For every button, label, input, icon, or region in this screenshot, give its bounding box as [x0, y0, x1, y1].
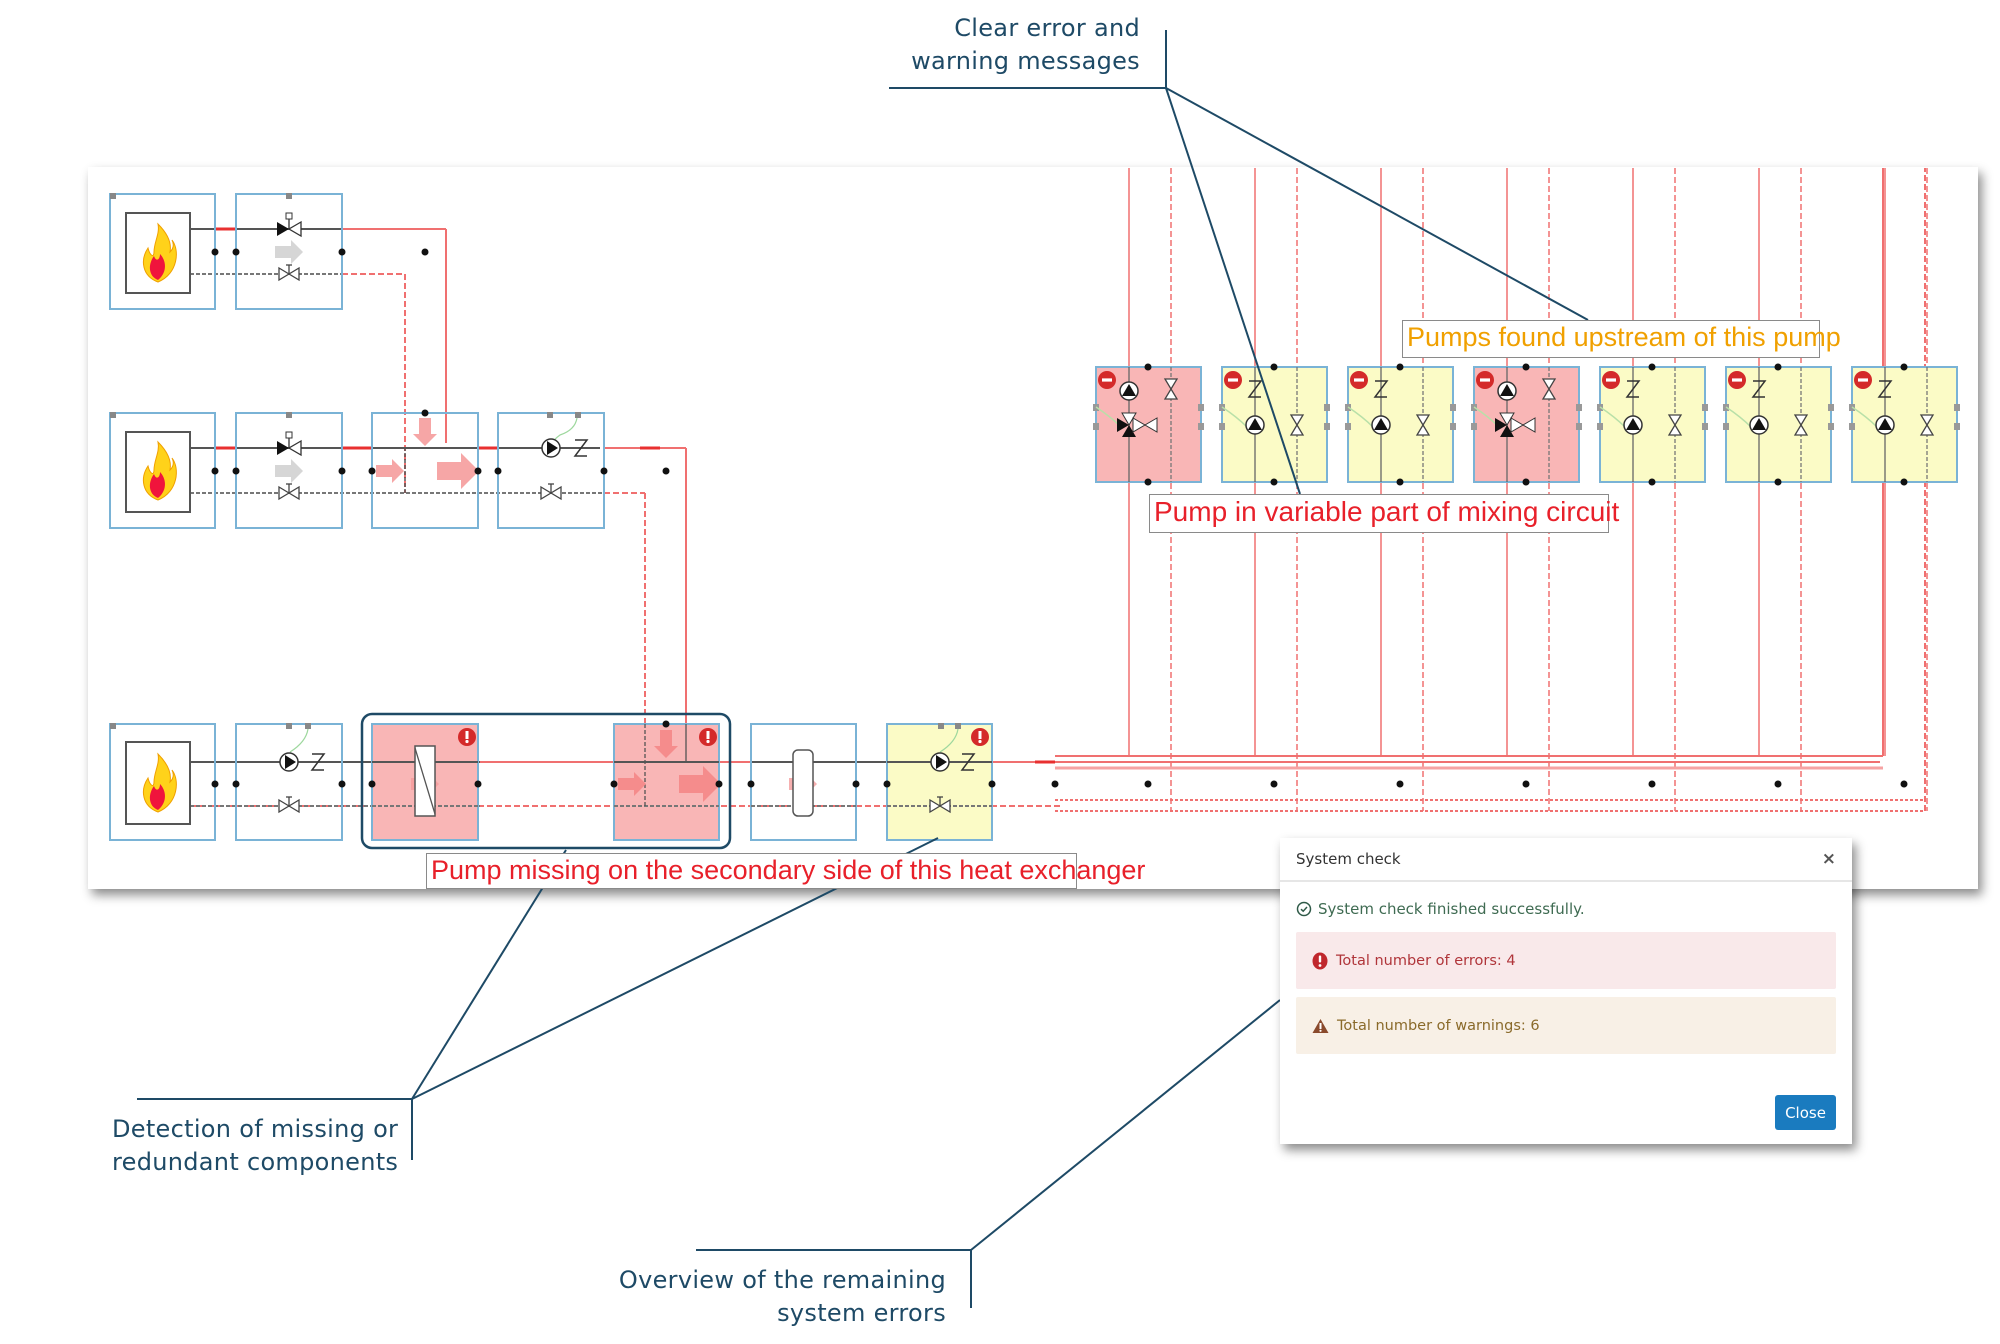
remove-badge-icon [1350, 371, 1368, 389]
error-count-text: Total number of errors: 4 [1336, 952, 1516, 969]
connector-dot [1051, 780, 1059, 788]
connector-dot [1270, 780, 1278, 788]
consumer-module-warning[interactable] [1345, 363, 1456, 486]
success-text: System check finished successfully. [1318, 900, 1585, 918]
remove-badge-icon [1602, 371, 1620, 389]
connector-dot [1396, 780, 1404, 788]
warning-triangle-icon [1312, 1018, 1329, 1033]
remove-badge-icon [1476, 371, 1494, 389]
close-button[interactable]: Close [1775, 1095, 1836, 1130]
consumer-module-warning[interactable] [1597, 363, 1708, 486]
success-message: System check finished successfully. [1296, 900, 1585, 918]
callout-overview: Overview of the remaining system errors [600, 1264, 946, 1330]
flow-arrow-icon [275, 240, 303, 264]
error-count-alert: Total number of errors: 4 [1296, 932, 1836, 989]
valve-module[interactable] [235, 412, 343, 529]
warning-count-alert: Total number of warnings: 6 [1296, 997, 1836, 1054]
consumer-module-error[interactable] [1093, 363, 1204, 486]
pump-icon [1245, 415, 1265, 435]
pump-icon [1497, 381, 1517, 401]
callout-line: Clear error and [954, 14, 1140, 42]
modal-header: System check × [1280, 838, 1852, 882]
callout-line: system errors [777, 1299, 946, 1327]
callout-detection: Detection of missing or redundant compon… [112, 1113, 412, 1179]
connector-dot [1144, 780, 1152, 788]
consumer-module-warning[interactable] [1849, 363, 1960, 486]
consumer-module-error[interactable] [1471, 363, 1582, 486]
pump-icon [1119, 381, 1139, 401]
modal-title: System check [1296, 850, 1401, 868]
error-badge-icon [458, 728, 476, 746]
check-circle-icon [1296, 901, 1312, 917]
error-tooltip-pump-variable: Pump in variable part of mixing circuit [1149, 494, 1619, 533]
connector-dot [1774, 780, 1782, 788]
heat-exchanger-module-error[interactable] [371, 723, 479, 841]
connector-dot [1648, 780, 1656, 788]
buffer-module[interactable] [750, 723, 857, 841]
remove-badge-icon [1098, 371, 1116, 389]
system-check-dialog: System check × System check finished suc… [1280, 838, 1852, 1144]
hydraulic-separator-module[interactable] [371, 412, 479, 529]
error-tooltip-pump-missing: Pump missing on the secondary side of th… [426, 853, 1145, 889]
warning-count-text: Total number of warnings: 6 [1337, 1017, 1540, 1034]
highlight-frame [360, 712, 732, 850]
remove-badge-icon [1854, 371, 1872, 389]
callout-line: warning messages [911, 47, 1140, 75]
close-icon[interactable]: × [1821, 849, 1836, 869]
valve-module[interactable] [235, 193, 343, 310]
callout-clear-messages: Clear error and warning messages [880, 12, 1140, 78]
remove-badge-icon [1224, 371, 1242, 389]
consumer-supply-lines [1128, 168, 1928, 811]
hydraulic-separator-module-error[interactable] [613, 723, 721, 841]
pump-module[interactable] [235, 723, 343, 841]
exclamation-circle-icon [1312, 952, 1328, 969]
callout-line: Detection of missing or [112, 1115, 399, 1143]
motor-valve-icon [276, 212, 302, 237]
valve-icon [278, 264, 300, 281]
mixing-valve-icon [1495, 412, 1536, 437]
boiler-module[interactable] [109, 193, 216, 310]
warning-tooltip-pumps-upstream: Pumps found upstream of this pump [1402, 320, 1841, 358]
consumer-module-warning[interactable] [1723, 363, 1834, 486]
pump-module[interactable] [497, 412, 605, 529]
mixing-valve-icon [1117, 412, 1158, 437]
pump-icon [1371, 415, 1391, 435]
pump-module-warning[interactable] [886, 723, 993, 841]
connector-dot [1900, 780, 1908, 788]
callout-line: Overview of the remaining [618, 1266, 946, 1294]
remove-badge-icon [1728, 371, 1746, 389]
buffer-tank-icon [792, 749, 814, 817]
callout-line: redundant components [112, 1148, 399, 1176]
pump-icon [1749, 415, 1769, 435]
boiler-module[interactable] [109, 412, 216, 529]
pump-icon [1623, 415, 1643, 435]
consumer-module-warning[interactable] [1219, 363, 1330, 486]
boiler-module[interactable] [109, 723, 216, 841]
pump-icon [1875, 415, 1895, 435]
pump-icon [541, 438, 561, 458]
connector-dot [1522, 780, 1530, 788]
